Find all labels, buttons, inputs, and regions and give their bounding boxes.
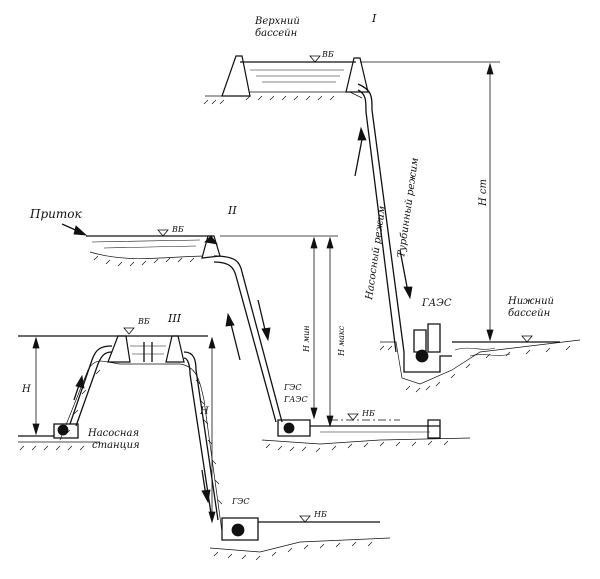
h-st-label: H ст [478,179,489,207]
gaes-1-ground [380,339,581,385]
dam-top [204,235,218,245]
h-3-label: H [199,406,209,417]
ges-3-label: ГЭС [231,497,250,506]
h-st-arrow-bottom [486,329,494,342]
lower-pool-title-2: бассейн [508,308,550,319]
inflow-arrowhead [73,225,88,236]
hill-ground [59,360,223,533]
hill-wl-label: ВБ [137,317,150,326]
upper-pool-title-1: Верхний [254,16,300,27]
tailwater-3-wl-marker [299,515,311,523]
penstock-2-arrowhead-up [225,312,235,327]
scheme-2: Приток ВБ II ГЭС ГАЭС [29,204,471,453]
hill-wl-marker [123,327,135,335]
penstock-3-outer [183,351,219,521]
gaes-1-building [403,352,452,373]
pump-pipe-inner [75,351,113,427]
penstock-1-outer [357,83,405,353]
h-max-arrow-bottom [326,415,334,428]
ges-3-ground [209,537,391,553]
ges-3-hatch [213,541,373,561]
river-wl-marker [157,229,169,237]
h-min-arrow-top [310,236,318,249]
turbine-mode-label: Турбинный режим [396,157,421,258]
upper-wl-label: ВБ [321,50,334,59]
tailwater-2-gate [427,419,441,439]
turbine-mode-arrow [399,249,409,293]
lower-basin-waves [454,347,511,357]
penstock-2-inner [213,261,277,423]
station-2-unit [283,422,295,434]
upper-dam-left [221,55,251,97]
penstock-1-inner [357,89,397,353]
pump-station-hatch [19,445,85,451]
gaes-1-unit [415,349,429,363]
hill-dam-left [107,335,131,363]
tailwater-3-label: НБ [313,510,327,519]
hill-dam-right [165,335,185,363]
h-pump-label: H [21,384,31,395]
ges-3-building [221,517,259,541]
hill-reservoir-wall [143,342,153,362]
h-min-arrow-bottom [310,407,318,420]
h-st-arrow-top [486,62,494,75]
gaes-1-hatch [379,345,571,393]
scheme-number-2: II [227,204,237,217]
upper-pool-title-2: бассейн [255,28,297,39]
river-waves [91,239,201,249]
lower-pool-title-1: Нижний [507,296,554,307]
pump-station-label-1: Насосная [87,428,139,439]
upper-wl-marker [309,55,321,63]
ges-3-unit [231,523,245,537]
lower-wl-marker [521,335,533,343]
scheme-number-3: III [167,312,182,325]
scheme-1: ВБ Верхний бассейн I Насосный режим Турб… [203,12,581,393]
pump-station-unit [57,424,69,436]
gaes-2-label: ГАЭС [283,395,308,404]
hill-reservoir-waves [130,345,166,355]
penstock-3-inner [183,357,213,521]
station-2-ground [261,437,471,445]
scheme-number-1: I [371,12,377,25]
turbine-mode-arrowhead [403,286,413,300]
h-pump-arrow-top [32,336,40,349]
river-wl-label: ВБ [171,225,184,234]
tailwater-2-label: НБ [361,409,375,418]
pump-mode-label: Насосный режим [364,205,388,301]
pump-mode-arrowhead [357,126,367,141]
ges-2-label: ГЭС [283,383,302,392]
h-min-label: H мин [302,325,311,353]
upper-water-lines [250,69,344,83]
h-pump-arrow-bottom [32,423,40,436]
river-bed [89,251,207,259]
upper-basin-hatch [203,95,335,105]
inflow-label: Приток [29,207,82,221]
penstock-2-arrow-up [229,319,241,361]
pump-mode-arrow [354,133,364,177]
station-2-building [277,419,311,437]
tailwater-2-wl-marker [347,413,359,421]
h-max-arrow-top [326,236,334,249]
river-bed-hatch [93,255,195,267]
scheme-3: III ВБ H Насосная станция [18,312,391,561]
h-3-arrow-bottom [208,511,216,524]
pump-station-label-2: станция [92,440,140,451]
station-2-hatch [265,440,449,453]
gaes-1-machine [413,323,441,353]
pump-arrowhead [75,374,85,389]
penstock-2-arrowhead-down [261,327,271,342]
pump-station-building [53,423,79,439]
penstock-3-arrowhead [201,489,211,504]
h-max-label: H макс [337,325,346,357]
pump-pipe-outer [69,345,113,425]
penstock-2-outer [213,255,283,423]
gaes-1-label: ГАЭС [421,298,452,309]
h-3-arrow-top [208,336,216,349]
